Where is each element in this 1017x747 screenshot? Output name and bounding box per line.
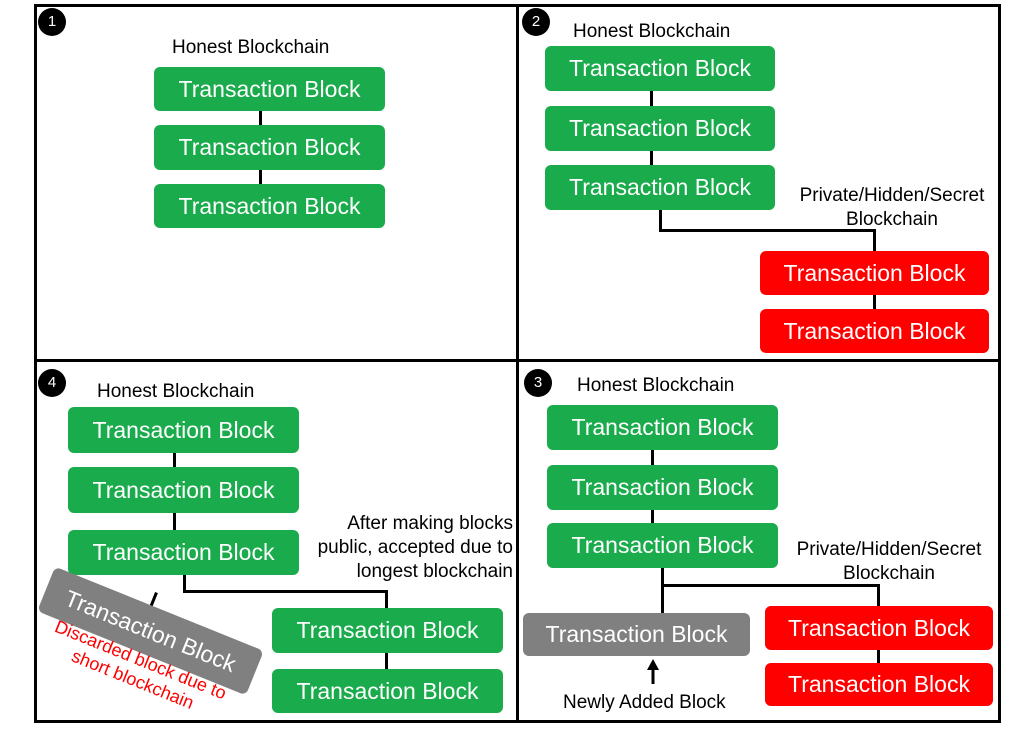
fork-link bbox=[659, 208, 662, 232]
chain-link bbox=[173, 451, 176, 469]
honest-transaction-block: Transaction Block bbox=[545, 46, 775, 91]
honest-transaction-block: Transaction Block bbox=[545, 165, 775, 210]
private-transaction-block: Transaction Block bbox=[760, 309, 989, 353]
step-badge-4: 4 bbox=[38, 369, 66, 397]
honest-transaction-block: Transaction Block bbox=[547, 405, 778, 450]
fork-link bbox=[183, 573, 186, 593]
accepted-transaction-block: Transaction Block bbox=[272, 669, 503, 713]
honest-transaction-block: Transaction Block bbox=[68, 530, 299, 575]
chain-link bbox=[650, 150, 653, 167]
chain-link bbox=[385, 651, 388, 671]
private-transaction-block: Transaction Block bbox=[765, 606, 993, 650]
chain-link bbox=[651, 508, 654, 525]
fork-link bbox=[877, 584, 880, 608]
fork-link bbox=[385, 590, 388, 610]
private-chain-label: Private/Hidden/Secret Blockchain bbox=[799, 185, 985, 230]
honest-transaction-block: Transaction Block bbox=[154, 125, 385, 170]
honest-chain-label: Honest Blockchain bbox=[97, 381, 255, 402]
honest-transaction-block: Transaction Block bbox=[547, 465, 778, 510]
private-transaction-block: Transaction Block bbox=[760, 251, 989, 295]
step-badge-1: 1 bbox=[38, 8, 66, 36]
panel-3 bbox=[516, 359, 1001, 723]
new-block-label: Newly Added Block bbox=[563, 692, 726, 713]
accepted-transaction-block: Transaction Block bbox=[272, 608, 503, 653]
fork-link bbox=[659, 229, 876, 232]
step-badge-2: 2 bbox=[522, 8, 550, 36]
chain-link bbox=[650, 90, 653, 108]
honest-transaction-block: Transaction Block bbox=[545, 106, 775, 151]
honest-transaction-block: Transaction Block bbox=[154, 184, 385, 228]
new-transaction-block: Transaction Block bbox=[523, 613, 750, 656]
chain-link bbox=[173, 511, 176, 531]
chain-link bbox=[259, 110, 262, 126]
private-chain-label: Private/Hidden/Secret Blockchain bbox=[796, 539, 982, 584]
honest-transaction-block: Transaction Block bbox=[68, 467, 299, 513]
honest-chain-label: Honest Blockchain bbox=[573, 21, 731, 42]
honest-transaction-block: Transaction Block bbox=[547, 523, 778, 568]
chain-link bbox=[259, 169, 262, 185]
honest-transaction-block: Transaction Block bbox=[154, 67, 385, 111]
fork-link bbox=[661, 584, 880, 587]
fork-link bbox=[873, 229, 876, 253]
fork-link bbox=[661, 566, 664, 616]
chain-link bbox=[651, 449, 654, 467]
honest-chain-label: Honest Blockchain bbox=[172, 37, 330, 58]
chain-link bbox=[877, 649, 880, 664]
step-badge-3: 3 bbox=[524, 369, 552, 397]
private-transaction-block: Transaction Block bbox=[765, 663, 993, 706]
honest-transaction-block: Transaction Block bbox=[68, 407, 299, 453]
accepted-chain-label: After making blocks public, accepted due… bbox=[317, 513, 513, 582]
honest-chain-label: Honest Blockchain bbox=[577, 375, 735, 396]
fork-link bbox=[183, 590, 388, 593]
chain-link bbox=[873, 293, 876, 311]
